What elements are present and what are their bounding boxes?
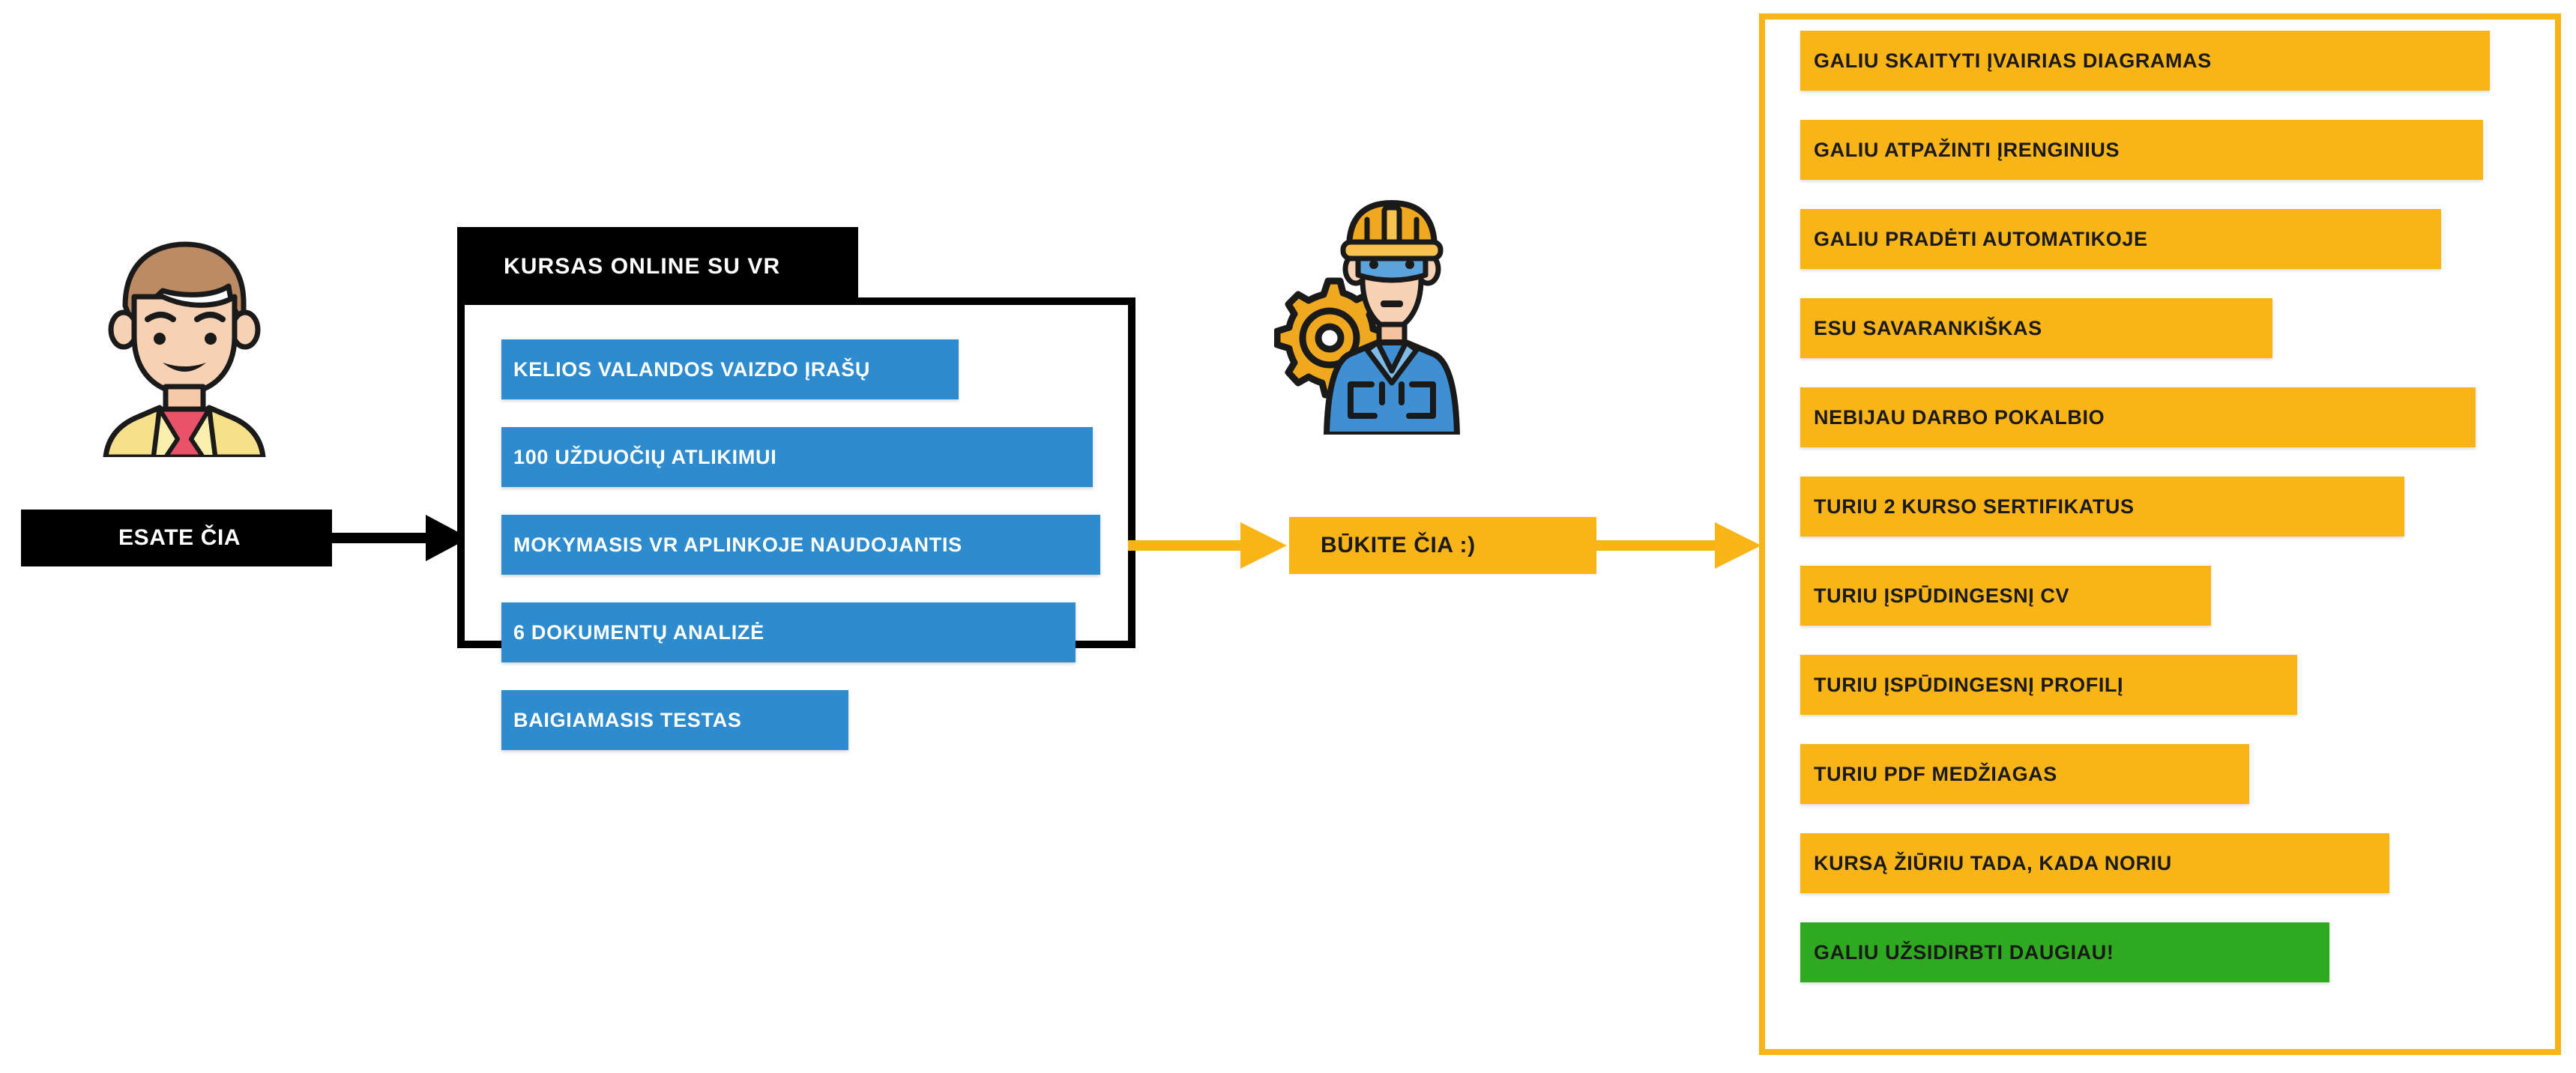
outcome-item-label: GALIU SKAITYTI ĮVAIRIAS DIAGRAMAS — [1814, 49, 2212, 72]
young-man-avatar-icon — [64, 225, 304, 460]
arrow-shaft — [330, 533, 438, 543]
outcome-panel: GALIU SKAITYTI ĮVAIRIAS DIAGRAMAS GALIU A… — [1759, 13, 2561, 1055]
course-item: MOKYMASIS VR APLINKOJE NAUDOJANTIS — [501, 515, 1100, 575]
outcome-item-label: GALIU ATPAŽINTI ĮRENGINIUS — [1814, 138, 2120, 161]
outcome-item-label: TURIU ĮSPŪDINGESNĮ CV — [1814, 584, 2070, 607]
course-item-label: BAIGIAMASIS TESTAS — [513, 708, 742, 731]
bukite-cia-text: BŪKITE ČIA :) — [1321, 533, 1476, 557]
bukite-cia-label: BŪKITE ČIA :) — [1289, 517, 1596, 574]
outcome-item-label: TURIU PDF MEDŽIAGAS — [1814, 762, 2057, 785]
esate-cia-label: ESATE ČIA — [21, 510, 332, 566]
engineer-with-hardhat-and-gear-icon — [1273, 191, 1521, 438]
course-item: BAIGIAMASIS TESTAS — [501, 690, 848, 750]
outcome-item: TURIU ĮSPŪDINGESNĮ CV — [1800, 566, 2211, 626]
outcome-item-label: TURIU ĮSPŪDINGESNĮ PROFILĮ — [1814, 673, 2124, 696]
outcome-item: TURIU PDF MEDŽIAGAS — [1800, 744, 2249, 804]
course-item-label: 100 UŽDUOČIŲ ATLIKIMUI — [513, 445, 777, 468]
outcome-item: NEBIJAU DARBO POKALBIO — [1800, 387, 2476, 447]
course-item: 100 UŽDUOČIŲ ATLIKIMUI — [501, 427, 1093, 487]
outcome-item: ESU SAVARANKIŠKAS — [1800, 298, 2272, 358]
course-panel-header — [457, 227, 858, 300]
course-item-label: KELIOS VALANDOS VAIZDO ĮRAŠŲ — [513, 357, 871, 381]
outcome-item: GALIU ATPAŽINTI ĮRENGINIUS — [1800, 120, 2483, 180]
esate-cia-text: ESATE ČIA — [118, 525, 241, 550]
outcome-item: TURIU ĮSPŪDINGESNĮ PROFILĮ — [1800, 655, 2297, 715]
outcome-item-label: KURSĄ ŽIŪRIU TADA, KADA NORIU — [1814, 851, 2172, 874]
course-panel-body: KELIOS VALANDOS VAIZDO ĮRAŠŲ 100 UŽDUOČIŲ… — [457, 297, 1135, 750]
course-item-label: MOKYMASIS VR APLINKOJE NAUDOJANTIS — [513, 533, 962, 556]
course-item: KELIOS VALANDOS VAIZDO ĮRAŠŲ — [501, 339, 959, 399]
outcome-item: GALIU PRADĖTI AUTOMATIKOJE — [1800, 209, 2441, 269]
outcome-item-label: GALIU UŽSIDIRBTI DAUGIAU! — [1814, 940, 2114, 964]
arrow-head — [1240, 522, 1287, 569]
outcome-item: TURIU 2 KURSO SERTIFIKATUS — [1800, 477, 2404, 536]
outcome-item-label: ESU SAVARANKIŠKAS — [1814, 316, 2042, 339]
arrow-shaft — [1593, 540, 1728, 551]
course-panel-title: KURSAS ONLINE SU VR — [504, 254, 781, 279]
outcome-item-label: NEBIJAU DARBO POKALBIO — [1814, 405, 2105, 429]
course-item: 6 DOKUMENTŲ ANALIZĖ — [501, 602, 1076, 662]
outcome-item-label: TURIU 2 KURSO SERTIFIKATUS — [1814, 495, 2135, 518]
arrow-shaft — [1128, 540, 1252, 551]
outcome-item: GALIU UŽSIDIRBTI DAUGIAU! — [1800, 922, 2329, 982]
outcome-item-label: GALIU PRADĖTI AUTOMATIKOJE — [1814, 227, 2148, 250]
course-item-label: 6 DOKUMENTŲ ANALIZĖ — [513, 620, 764, 644]
outcome-item: KURSĄ ŽIŪRIU TADA, KADA NORIU — [1800, 833, 2389, 893]
arrow-head — [1715, 522, 1761, 569]
outcome-item: GALIU SKAITYTI ĮVAIRIAS DIAGRAMAS — [1800, 31, 2490, 91]
